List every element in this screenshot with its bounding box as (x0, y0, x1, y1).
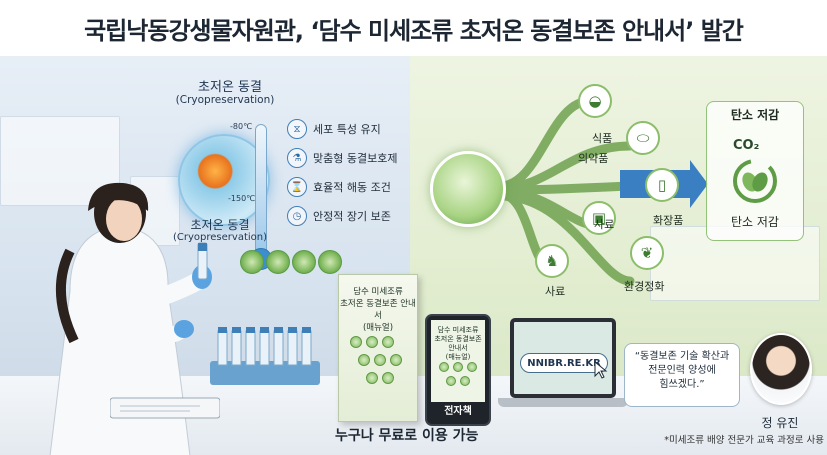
cryo-title-top: 초저온 동결 (198, 80, 262, 95)
carbon-title: 탄소 저감 (730, 108, 780, 122)
microalgae-icon (350, 336, 362, 348)
book-title-line: 초저온 동결보존 안내서 (340, 299, 416, 321)
app-label-environment: 환경정화 (624, 280, 665, 293)
cursor-icon (594, 361, 608, 379)
microalgae-icon (446, 376, 456, 386)
tablet-title-line: (매뉴얼) (445, 353, 471, 361)
book-title-line: 담수 미세조류 (353, 287, 403, 297)
quote-line: “동결보존 기술 확산과 (634, 351, 730, 362)
dna-icon: ⧖ (287, 119, 307, 139)
feature-thawing: ⌛ 효율적 해동 조건 (287, 177, 391, 197)
plant-water-icon: ❦ (630, 236, 664, 270)
hourglass-icon: ⌛ (287, 177, 307, 197)
microalgae-icon (318, 250, 342, 274)
livestock-icon: ♞ (535, 244, 569, 278)
quote-line: 힘쓰겠다.” (659, 379, 705, 390)
laptop-base (498, 398, 628, 407)
cryo-title-bottom: 초저온 동결 (190, 218, 250, 232)
temp-low: -150℃ (228, 194, 256, 203)
microalgae-icon (266, 250, 290, 274)
microalgae-icon (467, 362, 477, 372)
microalgae-icon (390, 354, 402, 366)
cosmetic-bottle-icon: ▯ (645, 168, 679, 202)
page-title: 국립낙동강생물자원관, ‘담수 미세조류 초저온 동결보존 안내서’ 발간 (0, 0, 827, 56)
person-avatar (750, 333, 812, 405)
footnote: *미세조류 배양 전문가 교육 과정로 사용 (664, 435, 824, 446)
app-label-medicine: 의약품 (578, 152, 609, 165)
cryo-subtitle-bottom: (Cryopreservation) (173, 232, 267, 243)
microalgae-icon (366, 336, 378, 348)
quote-bubble: “동결보존 기술 확산과 전문인력 양성에 힘쓰겠다.” (624, 343, 740, 407)
application-flow-arrows (495, 96, 708, 286)
frozen-cell-icon (178, 134, 270, 226)
microalgae-icon (292, 250, 316, 274)
person-name: 정 유진 (761, 416, 799, 430)
temp-high: -80℃ (230, 122, 253, 131)
microalgae-icon (382, 372, 394, 384)
feature-cell-traits: ⧖ 세포 특성 유지 (287, 119, 381, 139)
tablet-title-line: 초저온 동결보존 안내서 (434, 335, 482, 352)
tablet-title-line: 담수 미세조류 (437, 326, 479, 334)
test-tube-rack (210, 327, 320, 385)
recycle-algae-icon (733, 159, 777, 203)
feature-label: 안정적 장기 보존 (313, 210, 391, 223)
flask-icon: ⚗ (287, 148, 307, 168)
carbon-subtitle: 탄소 저감 (731, 215, 779, 229)
clock-icon: ◷ (287, 206, 307, 226)
carbon-reduction-panel (706, 101, 804, 241)
feature-label: 효율적 해동 조건 (313, 181, 391, 194)
microalgae-icon (460, 376, 470, 386)
food-bowl-icon: ◒ (578, 84, 612, 118)
microalgae-icon (374, 354, 386, 366)
quote-line: 전문인력 양성에 (648, 365, 716, 376)
app-label-food: 식품 (592, 132, 613, 145)
clipboard (110, 397, 220, 419)
feature-label: 맞춤형 동결보호제 (313, 152, 398, 165)
book-title: 담수 미세조류 초저온 동결보존 안내서 (매뉴얼) (340, 286, 416, 334)
microalgae-icon (439, 362, 449, 372)
free-access-caption: 누구나 무료로 이용 가능 (335, 428, 479, 444)
manual-book (338, 274, 418, 422)
cryo-subtitle-top: (Cryopreservation) (175, 94, 275, 106)
website-url: NNIBR.RE.KR (520, 353, 608, 373)
feature-long-term: ◷ 안정적 장기 보존 (287, 206, 391, 226)
book-title-line: (매뉴얼) (362, 323, 394, 333)
ebook-label: 전자책 (429, 402, 487, 417)
microalgae-icon (358, 354, 370, 366)
feed-bag-icon: ▣ (582, 201, 616, 235)
feature-cryoprotectant: ⚗ 맞춤형 동결보호제 (287, 148, 397, 168)
microalgae-icon (382, 336, 394, 348)
app-label-cosmetics: 화장품 (653, 214, 684, 227)
app-label-feed-livestock: 사료 (545, 285, 566, 298)
microalgae-icon (240, 250, 264, 274)
co2-label: CO₂ (733, 138, 760, 153)
microalgae-icon (366, 372, 378, 384)
microalgae-cluster-icon (430, 151, 506, 227)
feature-label: 세포 특성 유지 (313, 123, 381, 136)
capsule-icon: ⬭ (626, 121, 660, 155)
tablet-title: 담수 미세조류 초저온 동결보존 안내서 (매뉴얼) (431, 326, 485, 362)
illustration-scene: 초저온 동결 (Cryopreservation) -80℃ -150℃ 초저온… (0, 56, 827, 455)
app-label-feed: 사료 (594, 218, 615, 231)
microalgae-icon (453, 362, 463, 372)
